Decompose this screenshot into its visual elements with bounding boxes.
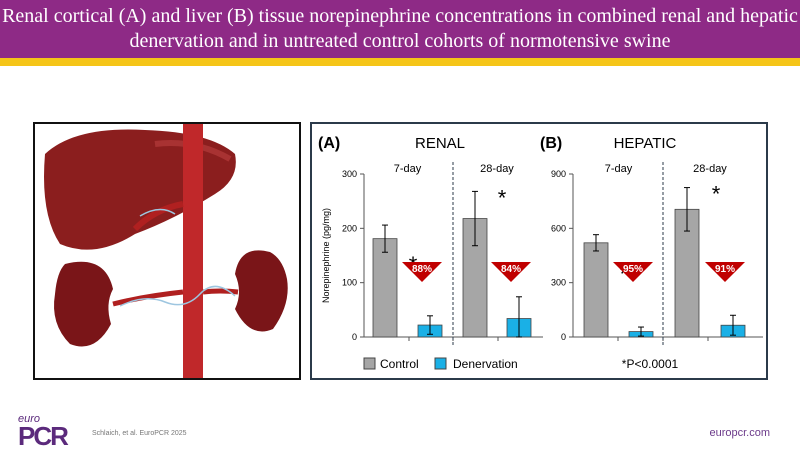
citation: Schlaich, et al. EuroPCR 2025 bbox=[92, 430, 187, 437]
y-tick-label: 300 bbox=[551, 278, 566, 288]
website-link[interactable]: europcr.com bbox=[709, 427, 770, 439]
y-tick-label: 0 bbox=[352, 332, 357, 342]
logo-text-euro: euro bbox=[18, 413, 41, 425]
anatomy-illustration bbox=[33, 122, 301, 380]
bar-control bbox=[372, 238, 398, 338]
header-stripe bbox=[0, 58, 800, 66]
panel-label: (A) bbox=[318, 135, 340, 152]
legend-swatch-denervation bbox=[434, 357, 447, 370]
legend-label-denervation: Denervation bbox=[453, 357, 518, 371]
slide-title: Renal cortical (A) and liver (B) tissue … bbox=[0, 0, 800, 58]
significance-asterisk: * bbox=[712, 182, 721, 207]
p-value-note: *P<0.0001 bbox=[622, 357, 679, 371]
kidney-left-icon bbox=[54, 261, 113, 347]
reduction-arrow bbox=[705, 262, 745, 282]
panel-title: RENAL bbox=[415, 135, 465, 152]
legend-swatch-control bbox=[363, 357, 376, 370]
y-tick-label: 200 bbox=[342, 223, 357, 233]
reduction-arrow bbox=[402, 262, 442, 282]
y-tick-label: 100 bbox=[342, 278, 357, 288]
logo-text-pcr: PCR bbox=[18, 421, 69, 451]
reduction-arrow bbox=[491, 262, 531, 282]
kidney-right-icon bbox=[235, 250, 288, 332]
reduction-arrow bbox=[613, 262, 653, 282]
y-tick-label: 0 bbox=[561, 332, 566, 342]
aorta-icon bbox=[183, 124, 203, 378]
reduction-label: 84% bbox=[501, 264, 521, 275]
reduction-label: 95% bbox=[623, 264, 643, 275]
panel-label: (B) bbox=[540, 135, 562, 152]
reduction-label: 91% bbox=[715, 264, 735, 275]
legend-label-control: Control bbox=[380, 357, 419, 371]
y-tick-label: 300 bbox=[342, 169, 357, 179]
significance-asterisk: * bbox=[498, 185, 507, 210]
group-label: 7-day bbox=[605, 163, 633, 175]
group-label: 28-day bbox=[480, 163, 514, 175]
y-tick-label: 600 bbox=[551, 223, 566, 233]
panel-title: HEPATIC bbox=[614, 135, 677, 152]
group-label: 28-day bbox=[693, 163, 727, 175]
group-label: 7-day bbox=[394, 163, 422, 175]
significance-asterisk: * bbox=[620, 262, 629, 287]
chart-frame bbox=[310, 122, 768, 380]
y-axis-label: Norepinephrine (pg/mg) bbox=[321, 208, 331, 303]
y-tick-label: 900 bbox=[551, 169, 566, 179]
bar-control bbox=[583, 242, 609, 338]
reduction-label: 88% bbox=[412, 264, 432, 275]
